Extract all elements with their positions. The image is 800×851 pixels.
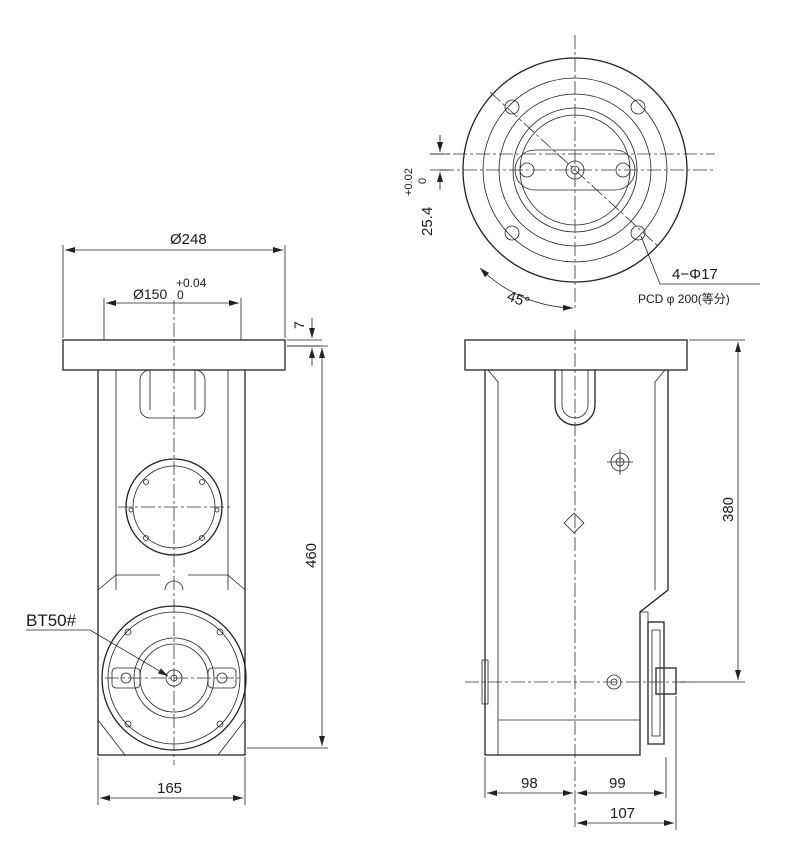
side-body — [484, 370, 669, 756]
front-dimensions: Ø248 Ø150 +0.04 0 7 460 165 BT50# — [26, 231, 328, 805]
dim-height-total: 460 — [303, 543, 320, 568]
dim-height-side: 380 — [720, 497, 737, 522]
front-top-slot — [139, 369, 206, 419]
dim-angle: 45° — [505, 288, 532, 312]
dim-bore-dia: Ø150 — [133, 286, 167, 302]
label-spindle-taper: BT50# — [26, 611, 77, 630]
dim-offset-right: 99 — [609, 775, 626, 792]
side-flange — [464, 339, 688, 371]
side-view — [464, 330, 690, 828]
side-dimensions: 380 98 99 107 — [484, 339, 745, 830]
dim-offset-left: 98 — [521, 775, 538, 792]
label-pcd: PCD φ 200(等分) — [638, 292, 730, 306]
dim-bore-tol-upper: +0.04 — [176, 276, 207, 290]
label-bolt-holes: 4−Φ17 — [672, 266, 718, 283]
top-view — [430, 35, 715, 310]
top-dimensions: 25.4 +0.02 0 45° 4−Φ17 PCD φ 200(等分) — [403, 135, 760, 312]
dim-key-offset: 25.4 — [419, 207, 436, 236]
dim-key-tol-upper: +0.02 — [403, 168, 415, 196]
dim-flange-thickness: 7 — [291, 321, 307, 329]
side-spindle-flange — [647, 621, 665, 745]
front-body — [97, 370, 246, 756]
dim-flange-dia: Ø248 — [170, 231, 207, 248]
front-window-holes — [128, 479, 220, 541]
dim-offset-total: 107 — [610, 805, 635, 822]
top-bolt-holes — [504, 99, 646, 241]
dim-key-tol-lower: 0 — [417, 178, 429, 184]
front-view — [62, 300, 286, 765]
dim-width-base: 165 — [157, 780, 182, 797]
spindle-face-holes — [124, 628, 224, 728]
dim-bore-tol-lower: 0 — [177, 288, 184, 302]
